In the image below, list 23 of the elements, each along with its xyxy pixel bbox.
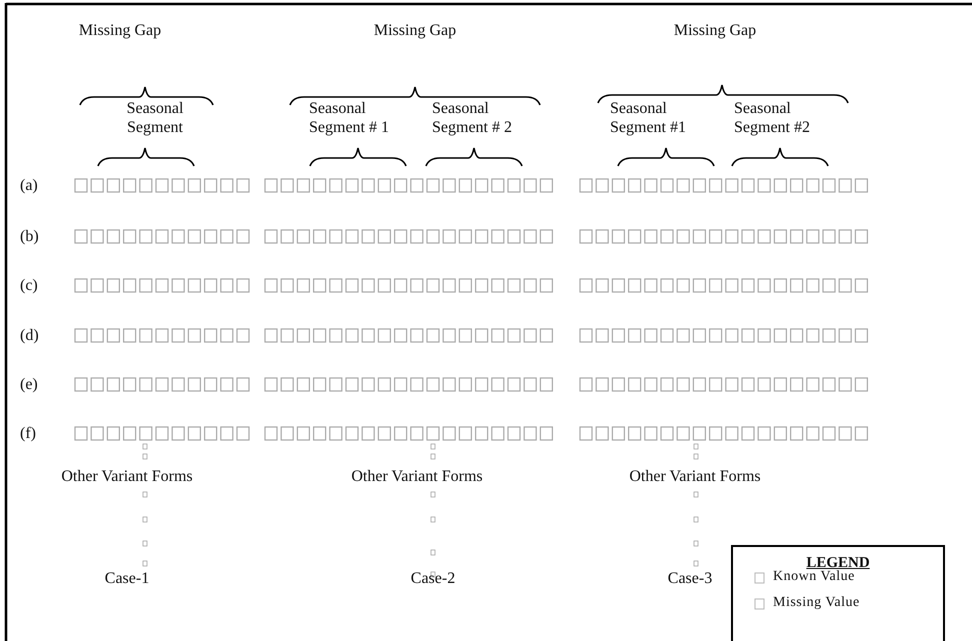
row-label: (c) [20, 276, 38, 295]
gap-title: Missing Gap [374, 21, 456, 40]
segment-label: Seasonal Segment # 1 [309, 99, 390, 137]
row-label: (f) [20, 424, 36, 443]
segment-label: Seasonal Segment #1 [610, 99, 687, 137]
variant-label: Other Variant Forms [629, 467, 761, 486]
row-label: (d) [20, 326, 39, 345]
gap-title: Missing Gap [674, 21, 756, 40]
variant-label: Other Variant Forms [61, 467, 193, 486]
legend-title: LEGEND [806, 554, 870, 571]
legend-label: Known Value [773, 569, 855, 585]
segment-label: Seasonal Segment #2 [734, 99, 811, 137]
row-label: (a) [20, 176, 38, 195]
row-label: (b) [20, 227, 39, 246]
row-label: (e) [20, 375, 38, 394]
segment-label: Seasonal Segment [126, 99, 184, 137]
variant-label: Other Variant Forms [351, 467, 483, 486]
case-label: Case-1 [104, 569, 150, 588]
gap-title: Missing Gap [78, 21, 162, 40]
legend-label: Missing Value [773, 595, 860, 611]
case-label: Case-3 [668, 569, 712, 588]
case-label: Case-2 [410, 569, 456, 588]
segment-label: Seasonal Segment # 2 [432, 99, 513, 137]
